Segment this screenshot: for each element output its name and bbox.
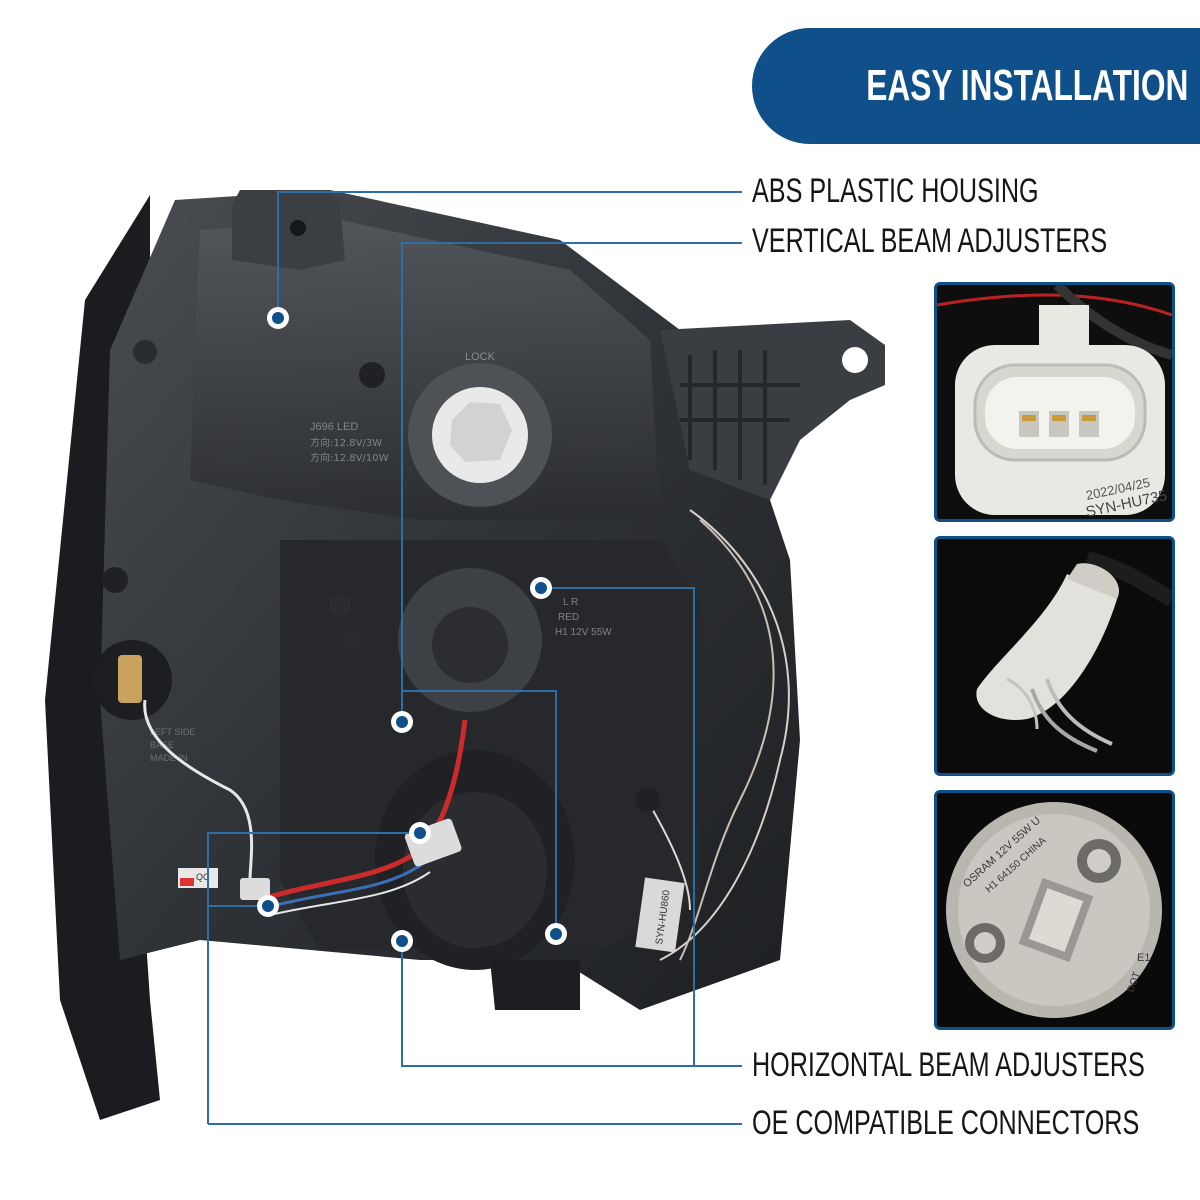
callout-oe-compatible-connectors: OE COMPATIBLE CONNECTORS <box>752 1104 1140 1142</box>
spec-marking-1: 方向:12.8V/3W <box>310 436 382 449</box>
side-marking: L R <box>563 597 578 608</box>
thumbnail-wedge-bulb <box>934 536 1175 776</box>
top-mount-tab <box>232 190 345 270</box>
bottom-tab <box>490 960 580 1010</box>
spec-marking-2: 方向:12.8V/10W <box>310 451 389 464</box>
lock-marking: LOCK <box>465 351 496 363</box>
banner-title: EASY INSTALLATION <box>865 61 1188 110</box>
wedge-bulb-photo <box>937 539 1172 773</box>
left-label-1: LEFT SIDE <box>150 727 195 737</box>
bulb-marking-4: E1 <box>1137 952 1150 964</box>
callout-horizontal-beam-adjusters: HORIZONTAL BEAM ADJUSTERS <box>752 1046 1145 1084</box>
bulb-spec-marking: H1 12V 55W <box>555 627 612 638</box>
left-label-3: MADE IN <box>150 753 188 763</box>
thumbnail-h1-bulb: OSRAM 12V 55W U H1 64150 CHINA DOT E1 <box>934 790 1175 1030</box>
easy-installation-banner: EASY INSTALLATION <box>752 28 1200 144</box>
left-connector <box>240 878 270 900</box>
callout-abs-plastic-housing: ABS PLASTIC HOUSING <box>752 172 1039 210</box>
red-marking: RED <box>558 612 579 623</box>
model-marking: J696 LED <box>310 421 358 433</box>
qc-label: QC <box>196 872 210 882</box>
callout-vertical-beam-adjusters: VERTICAL BEAM ADJUSTERS <box>752 222 1108 260</box>
connector-photo: 2022/04/25 SYN-HU735 <box>937 285 1172 519</box>
thumbnail-connector: 2022/04/25 SYN-HU735 <box>934 282 1175 522</box>
h1-bulb-photo: OSRAM 12V 55W U H1 64150 CHINA DOT E1 <box>937 793 1172 1027</box>
